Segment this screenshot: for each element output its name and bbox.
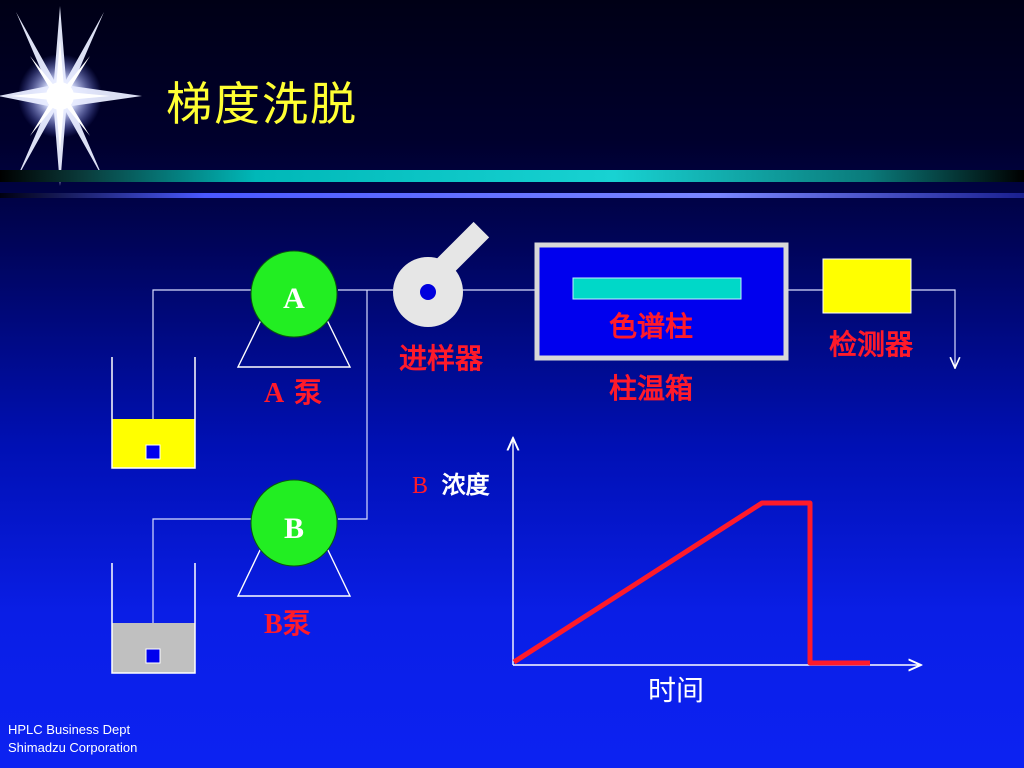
chromatography-column — [572, 277, 742, 300]
injector-valve-icon — [393, 221, 490, 327]
pump-a: A — [236, 250, 352, 368]
column-oven: 色谱柱 — [534, 242, 789, 361]
gradient-profile-line — [512, 500, 870, 666]
detector-label: 检测器 — [829, 328, 914, 361]
gradient-plot: B 浓度 时间 — [412, 438, 921, 707]
x-axis-label: 时间 — [648, 674, 704, 707]
solvent-reservoir-b — [111, 563, 196, 674]
solvent-reservoir-a — [111, 357, 196, 469]
pump-b-label: B泵 — [264, 607, 311, 640]
footer: HPLC Business Dept Shimadzu Corporation — [8, 721, 137, 757]
slide-title: 梯度洗脱 — [166, 77, 358, 131]
pump-a-letter: A — [283, 282, 305, 315]
reservoir-filter-a — [145, 444, 161, 460]
pump-a-label: A 泵 — [264, 376, 322, 409]
oven-label: 柱温箱 — [609, 372, 693, 405]
injector-label: 进样器 — [399, 342, 484, 375]
pump-b: B — [236, 479, 352, 597]
starburst-icon — [0, 6, 142, 186]
divider-band-bottom — [0, 193, 1024, 198]
divider-band-top — [0, 170, 1024, 182]
pump-b-letter: B — [284, 512, 304, 545]
column-label: 色谱柱 — [609, 310, 693, 343]
reservoir-filter-b — [145, 648, 161, 664]
y-axis-label: B 浓度 — [412, 471, 491, 499]
tubing — [152, 289, 955, 655]
footer-company: Shimadzu Corporation — [8, 740, 138, 755]
detector — [822, 258, 912, 314]
footer-dept: HPLC Business Dept — [8, 722, 131, 737]
